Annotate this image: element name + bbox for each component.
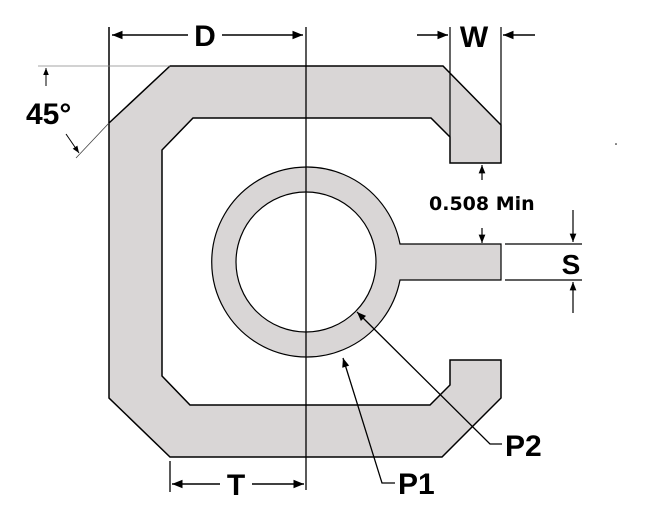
w-label: W bbox=[460, 21, 489, 54]
c-shape-pad bbox=[108, 65, 502, 458]
t-label: T bbox=[227, 469, 245, 502]
d-label: D bbox=[194, 20, 216, 53]
p2-leader bbox=[356, 311, 502, 445]
s-label: S bbox=[562, 249, 581, 280]
p1-leader bbox=[342, 357, 395, 484]
stray-dot bbox=[615, 143, 617, 145]
angle-label: 45° bbox=[26, 98, 71, 131]
p1-label: P1 bbox=[398, 468, 435, 501]
angle-extension-line bbox=[75, 122, 110, 159]
p2-label: P2 bbox=[505, 430, 542, 463]
angle-arrow-bottom bbox=[65, 133, 80, 154]
clearance-label: 0.508 Min bbox=[429, 193, 535, 215]
